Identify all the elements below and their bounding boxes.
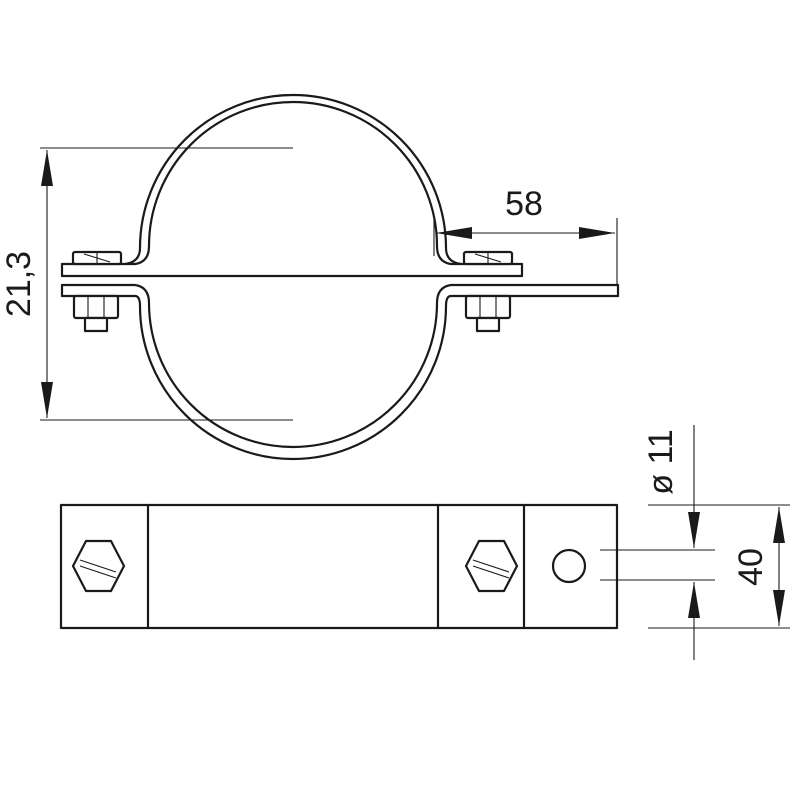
right-thread-end [475, 316, 501, 333]
arrow-height-top [773, 507, 785, 543]
clamp-front-view [60, 93, 620, 461]
dimension-diameter: 21,3 [0, 147, 293, 421]
height-label: 40 [732, 548, 770, 586]
arrow-hole-top [688, 512, 700, 548]
dimension-height: 40 [648, 504, 790, 629]
clamp-band-outer [60, 100, 524, 278]
left-bolt [71, 250, 123, 333]
clamp-band-lower [60, 283, 620, 461]
hole-label: ø 11 [642, 429, 680, 495]
mounting-hole [551, 548, 587, 584]
left-thread-end [83, 316, 109, 333]
arrow-right [579, 227, 615, 239]
arrow-left [436, 227, 472, 239]
dimension-hole: ø 11 [600, 425, 715, 660]
arrow-up [41, 150, 53, 186]
clamp-top-view [59, 503, 619, 630]
left-nut [72, 294, 120, 320]
right-hex-slot [472, 559, 510, 573]
right-nut [464, 294, 512, 320]
right-hex-screw [464, 539, 519, 593]
left-hex-screw [71, 539, 126, 593]
right-bolt [462, 250, 514, 333]
strip-outline [59, 503, 619, 630]
arrow-hole-bottom [688, 582, 700, 618]
arrow-height-bottom [773, 590, 785, 626]
arrow-down [41, 382, 53, 418]
diameter-label: 21,3 [0, 251, 38, 317]
width-label: 58 [505, 185, 543, 223]
left-hex-slot [79, 559, 117, 573]
dimension-width: 58 [433, 185, 618, 286]
clamp-band-inner-top [123, 93, 463, 266]
